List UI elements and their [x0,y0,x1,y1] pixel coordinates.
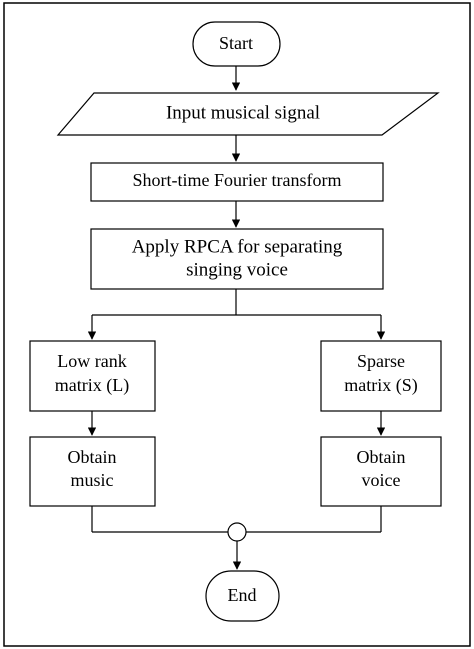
end-node: End [205,570,280,622]
input-node: Input musical signal [56,92,440,136]
music-label-line2: music [71,470,114,490]
music-label-line1: Obtain [68,447,117,467]
sparse-label-line2: matrix (S) [344,375,418,396]
rpca-label-line2: singing voice [186,259,288,280]
start-label: Start [219,33,253,53]
merge-connector [227,522,247,542]
music-node: Obtain music [29,436,156,507]
low-rank-label-line1: Low rank [57,351,126,371]
stft-node: Short-time Fourier transform [90,162,384,202]
low-rank-label-line2: matrix (L) [55,375,129,396]
stft-label: Short-time Fourier transform [133,170,342,190]
start-node: Start [192,21,281,67]
outer-frame [3,2,471,647]
low-rank-node: Low rank matrix (L) [29,340,156,412]
rpca-node: Apply RPCA for separating singing voice [90,228,384,290]
end-label: End [228,585,257,605]
voice-label-line1: Obtain [357,447,406,467]
sparse-node: Sparse matrix (S) [320,340,442,412]
sparse-label-line1: Sparse [357,351,405,371]
input-label: Input musical signal [166,102,320,123]
voice-label-line2: voice [362,470,401,490]
voice-node: Obtain voice [320,436,442,507]
rpca-label-line1: Apply RPCA for separating [132,236,343,257]
